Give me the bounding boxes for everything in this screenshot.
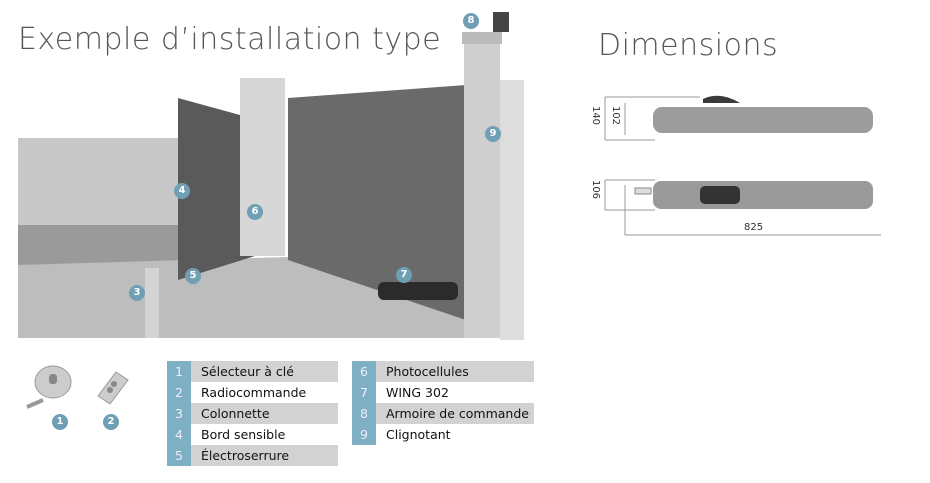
legend-number: 4: [167, 424, 191, 445]
marker-3: 3: [129, 285, 145, 301]
pillar-right: [464, 40, 500, 338]
legend-label: Armoire de commande: [376, 403, 534, 424]
legend-number: 5: [167, 445, 191, 466]
legend-row: 9 Clignotant: [352, 424, 534, 445]
legend-label: Bord sensible: [201, 427, 286, 442]
legend-number: 8: [352, 403, 376, 424]
marker-9: 9: [485, 126, 501, 142]
marker-1: 1: [52, 414, 68, 430]
dimensions-title: Dimensions: [598, 28, 779, 63]
key-selector-image: [26, 365, 72, 409]
marker-8: 8: [463, 13, 479, 29]
dim-height-total: 140: [590, 105, 602, 126]
legend-label: Sélecteur à clé: [191, 361, 338, 382]
pillar-left: [240, 78, 285, 256]
legend-number: 7: [352, 382, 376, 403]
legend-number: 3: [167, 403, 191, 424]
marker-7: 7: [396, 267, 412, 283]
dimensions-drawing: [604, 95, 881, 236]
marker-2: 2: [103, 414, 119, 430]
legend-label: Colonnette: [191, 403, 338, 424]
legend-row: 7 WING 302: [352, 382, 534, 403]
legend-number: 2: [167, 382, 191, 403]
post: [145, 268, 159, 338]
legend-row: 2 Radiocommande: [167, 382, 338, 403]
legend-label: Radiocommande: [201, 385, 307, 400]
control-box: [493, 12, 509, 32]
install-title: Exemple d’installation type: [18, 22, 442, 57]
gate-leaf-left: [178, 98, 258, 280]
legend-label: Clignotant: [386, 427, 451, 442]
installation-illustration: [18, 12, 524, 340]
legend-label: Électroserrure: [191, 445, 338, 466]
marker-6: 6: [247, 204, 263, 220]
dim-length: 825: [744, 222, 764, 233]
dim-width: 106: [590, 179, 602, 200]
gate-leaf-right: [288, 85, 466, 320]
legend-number: 1: [167, 361, 191, 382]
legend-label: WING 302: [386, 385, 449, 400]
marker-5: 5: [185, 268, 201, 284]
dim-height-body: 102: [610, 105, 622, 126]
legend-label: Photocellules: [376, 361, 534, 382]
remote-control-image: [97, 371, 129, 405]
marker-4: 4: [174, 183, 190, 199]
wing-302-operator: [378, 282, 458, 300]
legend-number: 9: [352, 424, 376, 445]
legend-row: 4 Bord sensible: [167, 424, 338, 445]
legend-number: 6: [352, 361, 376, 382]
